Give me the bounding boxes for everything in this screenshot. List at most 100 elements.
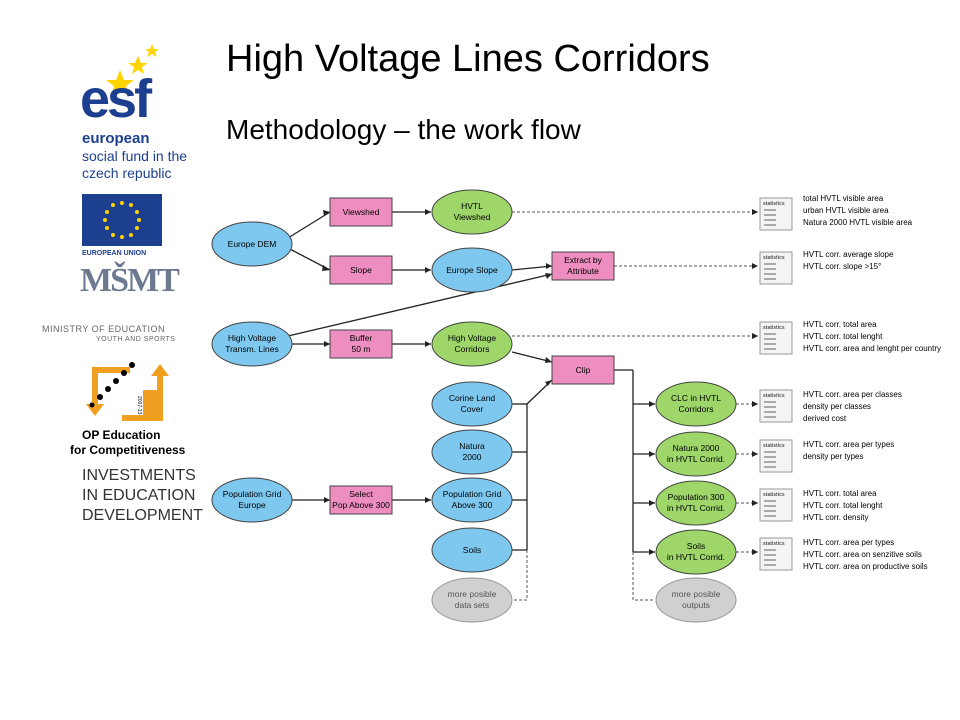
node-hv-lines-label1: High Voltage xyxy=(228,333,276,343)
statistics-document-icon: statistics xyxy=(759,251,793,285)
node-natura-label1: Natura xyxy=(459,441,485,451)
stat-line-pop-1: HVTL corr. total lenght xyxy=(803,501,883,510)
node-europe-slope-label: Europe Slope xyxy=(446,265,498,275)
svg-text:statistics: statistics xyxy=(763,492,785,498)
node-soils-label: Soils xyxy=(463,545,481,555)
statistics-document-icon: statistics xyxy=(759,488,793,522)
statistics-document-icon: statistics xyxy=(759,439,793,473)
investments-logo-line1: INVESTMENTS xyxy=(82,467,196,484)
node-clip: Clip xyxy=(551,355,615,385)
node-hvtl-viewshed-label1: HVTL xyxy=(461,201,483,211)
svg-text:statistics: statistics xyxy=(763,325,785,331)
node-europe-slope: Europe Slope xyxy=(431,247,513,293)
stat-line-natura-1: density per types xyxy=(803,452,863,461)
node-natura-out-label1: Natura 2000 xyxy=(673,443,720,453)
node-natura: Natura 2000 xyxy=(431,429,513,475)
node-pop-above-label2: Above 300 xyxy=(452,500,493,510)
node-corine-label1: Corine Land xyxy=(449,393,496,403)
investments-logo-line2: IN EDUCATION xyxy=(82,487,196,504)
node-hv-lines: High Voltage Transm. Lines xyxy=(211,321,293,367)
node-soils: Soils xyxy=(431,527,513,573)
node-extract: Extract by Attribute xyxy=(551,251,615,281)
node-extract-label1: Extract by xyxy=(564,255,603,265)
msmt-logo-line1: MINISTRY OF EDUCATION xyxy=(42,324,166,334)
esf-logo-mark: esf xyxy=(80,69,152,129)
stat-line-slope-0: HVTL corr. average slope xyxy=(803,250,894,259)
node-hv-lines-label2: Transm. Lines xyxy=(225,344,279,354)
stat-line-corridors-0: HVTL corr. total area xyxy=(803,320,877,329)
stat-line-clc-2: derived cost xyxy=(803,414,847,423)
node-clc-out-label2: Corridors xyxy=(679,404,714,414)
node-hv-corridors-label1: High Voltage xyxy=(448,333,496,343)
eu-flag-icon xyxy=(82,194,162,246)
node-pop-above-label1: Population Grid xyxy=(443,489,502,499)
node-hv-corridors-label2: Corridors xyxy=(455,344,490,354)
node-more-data-label2: data sets xyxy=(455,600,490,610)
node-slope: Slope xyxy=(329,255,393,285)
op-logo-line2: for Competitiveness xyxy=(70,443,186,457)
arrowheads xyxy=(322,209,758,555)
stat-line-natura-0: HVTL corr. area per types xyxy=(803,440,894,449)
stat-line-corridors-2: HVTL corr. area and lenght per country xyxy=(803,344,941,353)
statistics-document-icon: statistics xyxy=(759,537,793,571)
stat-line-viewshed-0: total HVTL visible area xyxy=(803,194,884,203)
stat-line-viewshed-1: urban HVTL visible area xyxy=(803,206,889,215)
node-corine-label2: Cover xyxy=(461,404,484,414)
msmt-logo-mark: MŠMT xyxy=(80,262,180,299)
node-soils-out: Soils in HVTL Corrid. xyxy=(655,529,737,575)
node-pop-above: Population Grid Above 300 xyxy=(431,477,513,523)
node-pop-grid-label2: Europe xyxy=(238,500,266,510)
stat-line-viewshed-2: Natura 2000 HVTL visible area xyxy=(803,218,913,227)
node-pop-out: Population 300 in HVTL Corrid. xyxy=(655,480,737,526)
node-europe-dem: Europe DEM xyxy=(211,221,293,267)
logo-graphics xyxy=(82,44,169,421)
stat-line-pop-0: HVTL corr. total area xyxy=(803,489,877,498)
eu-logo-label: EUROPEAN UNION xyxy=(82,250,147,257)
node-pop-grid-label1: Population Grid xyxy=(223,489,282,499)
node-corine: Corine Land Cover xyxy=(431,381,513,427)
node-more-out-label1: more posible xyxy=(672,589,721,599)
node-europe-dem-label: Europe DEM xyxy=(228,239,277,249)
page-title: High Voltage Lines Corridors xyxy=(226,38,710,80)
node-more-data-label1: more posible xyxy=(448,589,497,599)
stat-line-pop-2: HVTL corr. density xyxy=(803,513,869,522)
node-hv-corridors: High Voltage Corridors xyxy=(431,321,513,367)
stat-line-soils-2: HVTL corr. area on productive soils xyxy=(803,562,928,571)
statistics-layer: statistics total HVTL visible area urban H… xyxy=(759,194,941,571)
node-pop-out-label1: Population 300 xyxy=(668,492,725,502)
statistics-document-icon: statistics xyxy=(759,197,793,231)
node-clc-out: CLC in HVTL Corridors xyxy=(655,381,737,427)
node-select-pop-label1: Select xyxy=(349,489,373,499)
node-natura-out-label2: in HVTL Corrid. xyxy=(667,454,725,464)
stat-line-clc-0: HVTL corr. area per classes xyxy=(803,390,902,399)
stat-line-soils-1: HVTL corr. area on senzitive soils xyxy=(803,550,922,559)
node-soils-out-label1: Soils xyxy=(687,541,705,551)
node-more-out: more posible outputs xyxy=(655,577,737,623)
op-logo-line1: OP Education xyxy=(82,428,161,442)
node-buffer-label2: 50 m xyxy=(352,344,371,354)
statistics-document-icon: statistics xyxy=(759,389,793,423)
msmt-logo-line2: YOUTH AND SPORTS xyxy=(96,336,176,343)
node-viewshed-label: Viewshed xyxy=(343,207,380,217)
node-hvtl-viewshed: HVTL Viewshed xyxy=(431,189,513,235)
stats-group-natura: statistics HVTL corr. area per types densi… xyxy=(759,439,894,473)
node-buffer-label1: Buffer xyxy=(350,333,373,343)
node-hvtl-viewshed-label2: Viewshed xyxy=(454,212,491,222)
node-pop-grid: Population Grid Europe xyxy=(211,477,293,523)
node-clc-out-label1: CLC in HVTL xyxy=(671,393,721,403)
stat-line-soils-0: HVTL corr. area per types xyxy=(803,538,894,547)
esf-logo-sub1: social fund in the xyxy=(82,148,188,164)
node-select-pop: Select Pop Above 300 xyxy=(329,485,393,515)
node-buffer: Buffer 50 m xyxy=(329,329,393,359)
node-natura-out: Natura 2000 in HVTL Corrid. xyxy=(655,431,737,477)
node-soils-out-label2: in HVTL Corrid. xyxy=(667,552,725,562)
node-natura-label2: 2000 xyxy=(463,452,482,462)
svg-text:statistics: statistics xyxy=(763,443,785,449)
stats-group-viewshed: statistics total HVTL visible area urban H… xyxy=(759,194,913,231)
stats-group-soils: statistics HVTL corr. area per typesHVTL … xyxy=(759,537,928,571)
svg-text:statistics: statistics xyxy=(763,201,785,207)
